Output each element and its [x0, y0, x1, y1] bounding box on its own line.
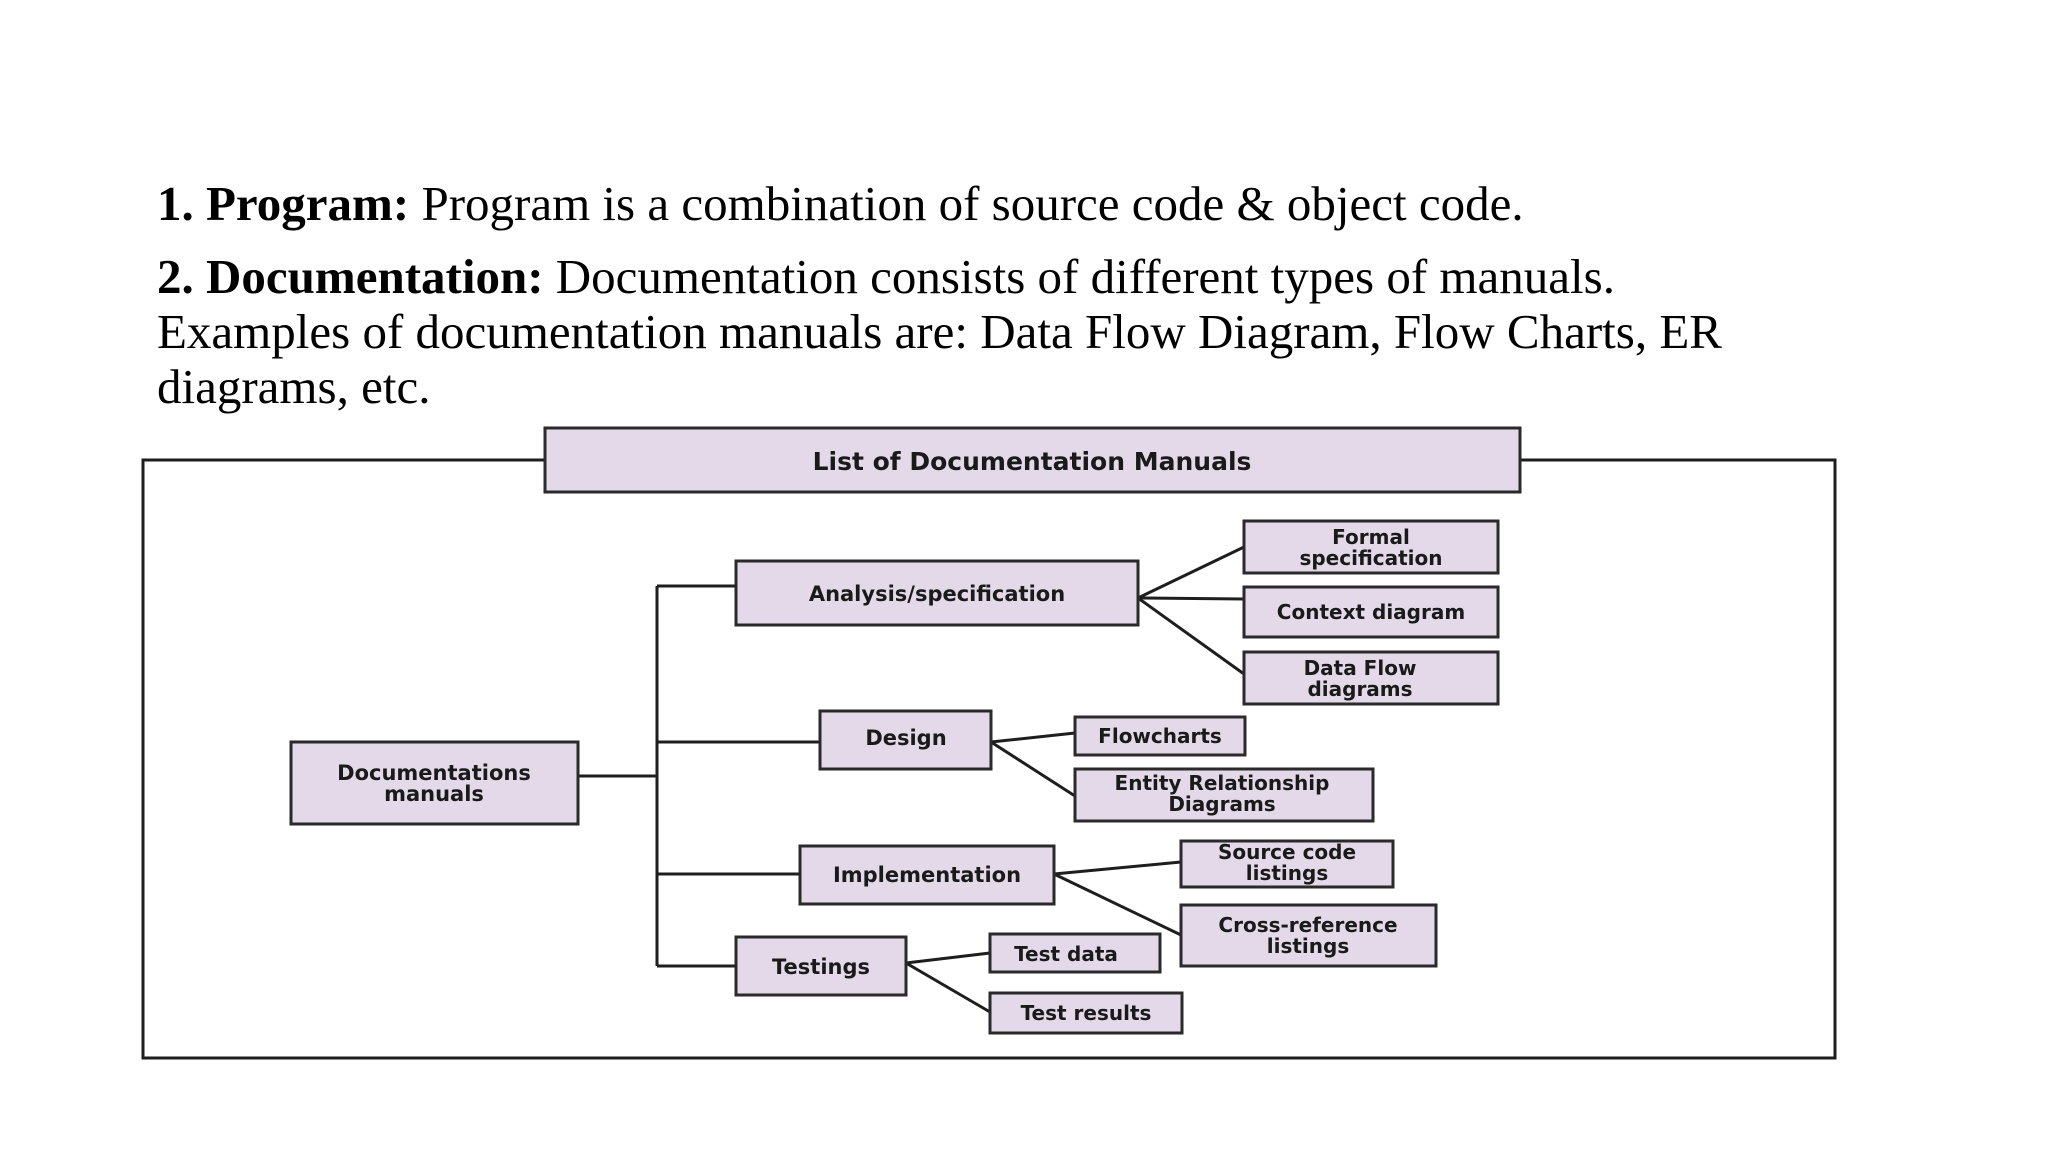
node-cross-reference-listings-line2: listings — [1267, 934, 1350, 958]
node-test-results — [988, 991, 1184, 1035]
node-data-flow-diagrams-line2: diagrams — [1307, 677, 1412, 701]
node-data-flow-diagrams-line1: Data Flow — [1304, 656, 1417, 680]
node-source-code-listings-line2: listings — [1246, 861, 1329, 885]
node-source-code-listings-line1: Source code — [1218, 840, 1356, 864]
node-formal-specification-line1: Formal — [1332, 525, 1410, 549]
node-analysis-specification-label: Analysis/specification — [809, 582, 1065, 606]
node-design-label: Design — [865, 726, 946, 750]
connector-impl-source — [1053, 860, 1182, 876]
node-documentation-manuals — [289, 740, 580, 826]
node-documentation-manuals-line2: manuals — [384, 782, 484, 806]
slide-text: 1. Program: Program is a combination of … — [157, 176, 1997, 414]
connector-testings-testdata — [905, 951, 991, 965]
node-test-data-label: Test data — [1014, 942, 1118, 966]
node-design — [818, 709, 993, 771]
point-program-label: 1. Program: — [157, 176, 410, 231]
diagram-title-box — [543, 426, 1522, 494]
node-data-flow-diagrams — [1242, 650, 1500, 706]
diagram-title: List of Documentation Manuals — [813, 447, 1252, 476]
node-implementation — [798, 844, 1056, 906]
node-testings-label: Testings — [772, 955, 870, 979]
point-documentation: 2. Documentation: Documentation consists… — [157, 249, 1997, 414]
connector-design-er — [990, 740, 1076, 798]
node-flowcharts-label: Flowcharts — [1098, 724, 1222, 748]
node-testings — [734, 935, 908, 997]
connector-design-flowcharts — [990, 731, 1076, 744]
connector-analysis-dataflow — [1137, 596, 1245, 676]
point-program: 1. Program: Program is a combination of … — [157, 176, 1997, 231]
connector-impl-crossref — [1053, 872, 1182, 937]
node-documentation-manuals-line1: Documentations — [337, 761, 531, 785]
node-formal-specification-line2: specification — [1299, 546, 1442, 570]
node-flowcharts — [1073, 715, 1247, 757]
node-implementation-label: Implementation — [833, 863, 1021, 887]
node-entity-relationship-line1: Entity Relationship — [1115, 771, 1330, 795]
point-documentation-text: Documentation consists of different type… — [543, 249, 1615, 304]
diagram-frame — [141, 458, 1837, 1060]
node-source-code-listings — [1179, 839, 1395, 889]
node-analysis-specification — [734, 559, 1140, 627]
node-entity-relationship-line2: Diagrams — [1168, 792, 1275, 816]
node-context-diagram — [1242, 585, 1500, 639]
node-test-data — [988, 932, 1162, 974]
connector-analysis-context — [1137, 596, 1245, 601]
node-formal-specification — [1242, 519, 1500, 575]
point-documentation-line3: diagrams, etc. — [157, 359, 431, 414]
point-documentation-label: 2. Documentation: — [157, 249, 544, 304]
connector-analysis-formal — [1137, 545, 1245, 600]
node-test-results-label: Test results — [1021, 1001, 1152, 1025]
node-context-diagram-label: Context diagram — [1277, 600, 1465, 624]
point-program-text: Program is a combination of source code … — [409, 176, 1524, 231]
node-cross-reference-listings — [1179, 903, 1438, 968]
connector-testings-testresults — [905, 961, 991, 1014]
node-entity-relationship — [1073, 767, 1375, 823]
point-documentation-line2: Examples of documentation manuals are: D… — [157, 304, 1722, 359]
node-cross-reference-listings-line1: Cross-reference — [1218, 913, 1397, 937]
